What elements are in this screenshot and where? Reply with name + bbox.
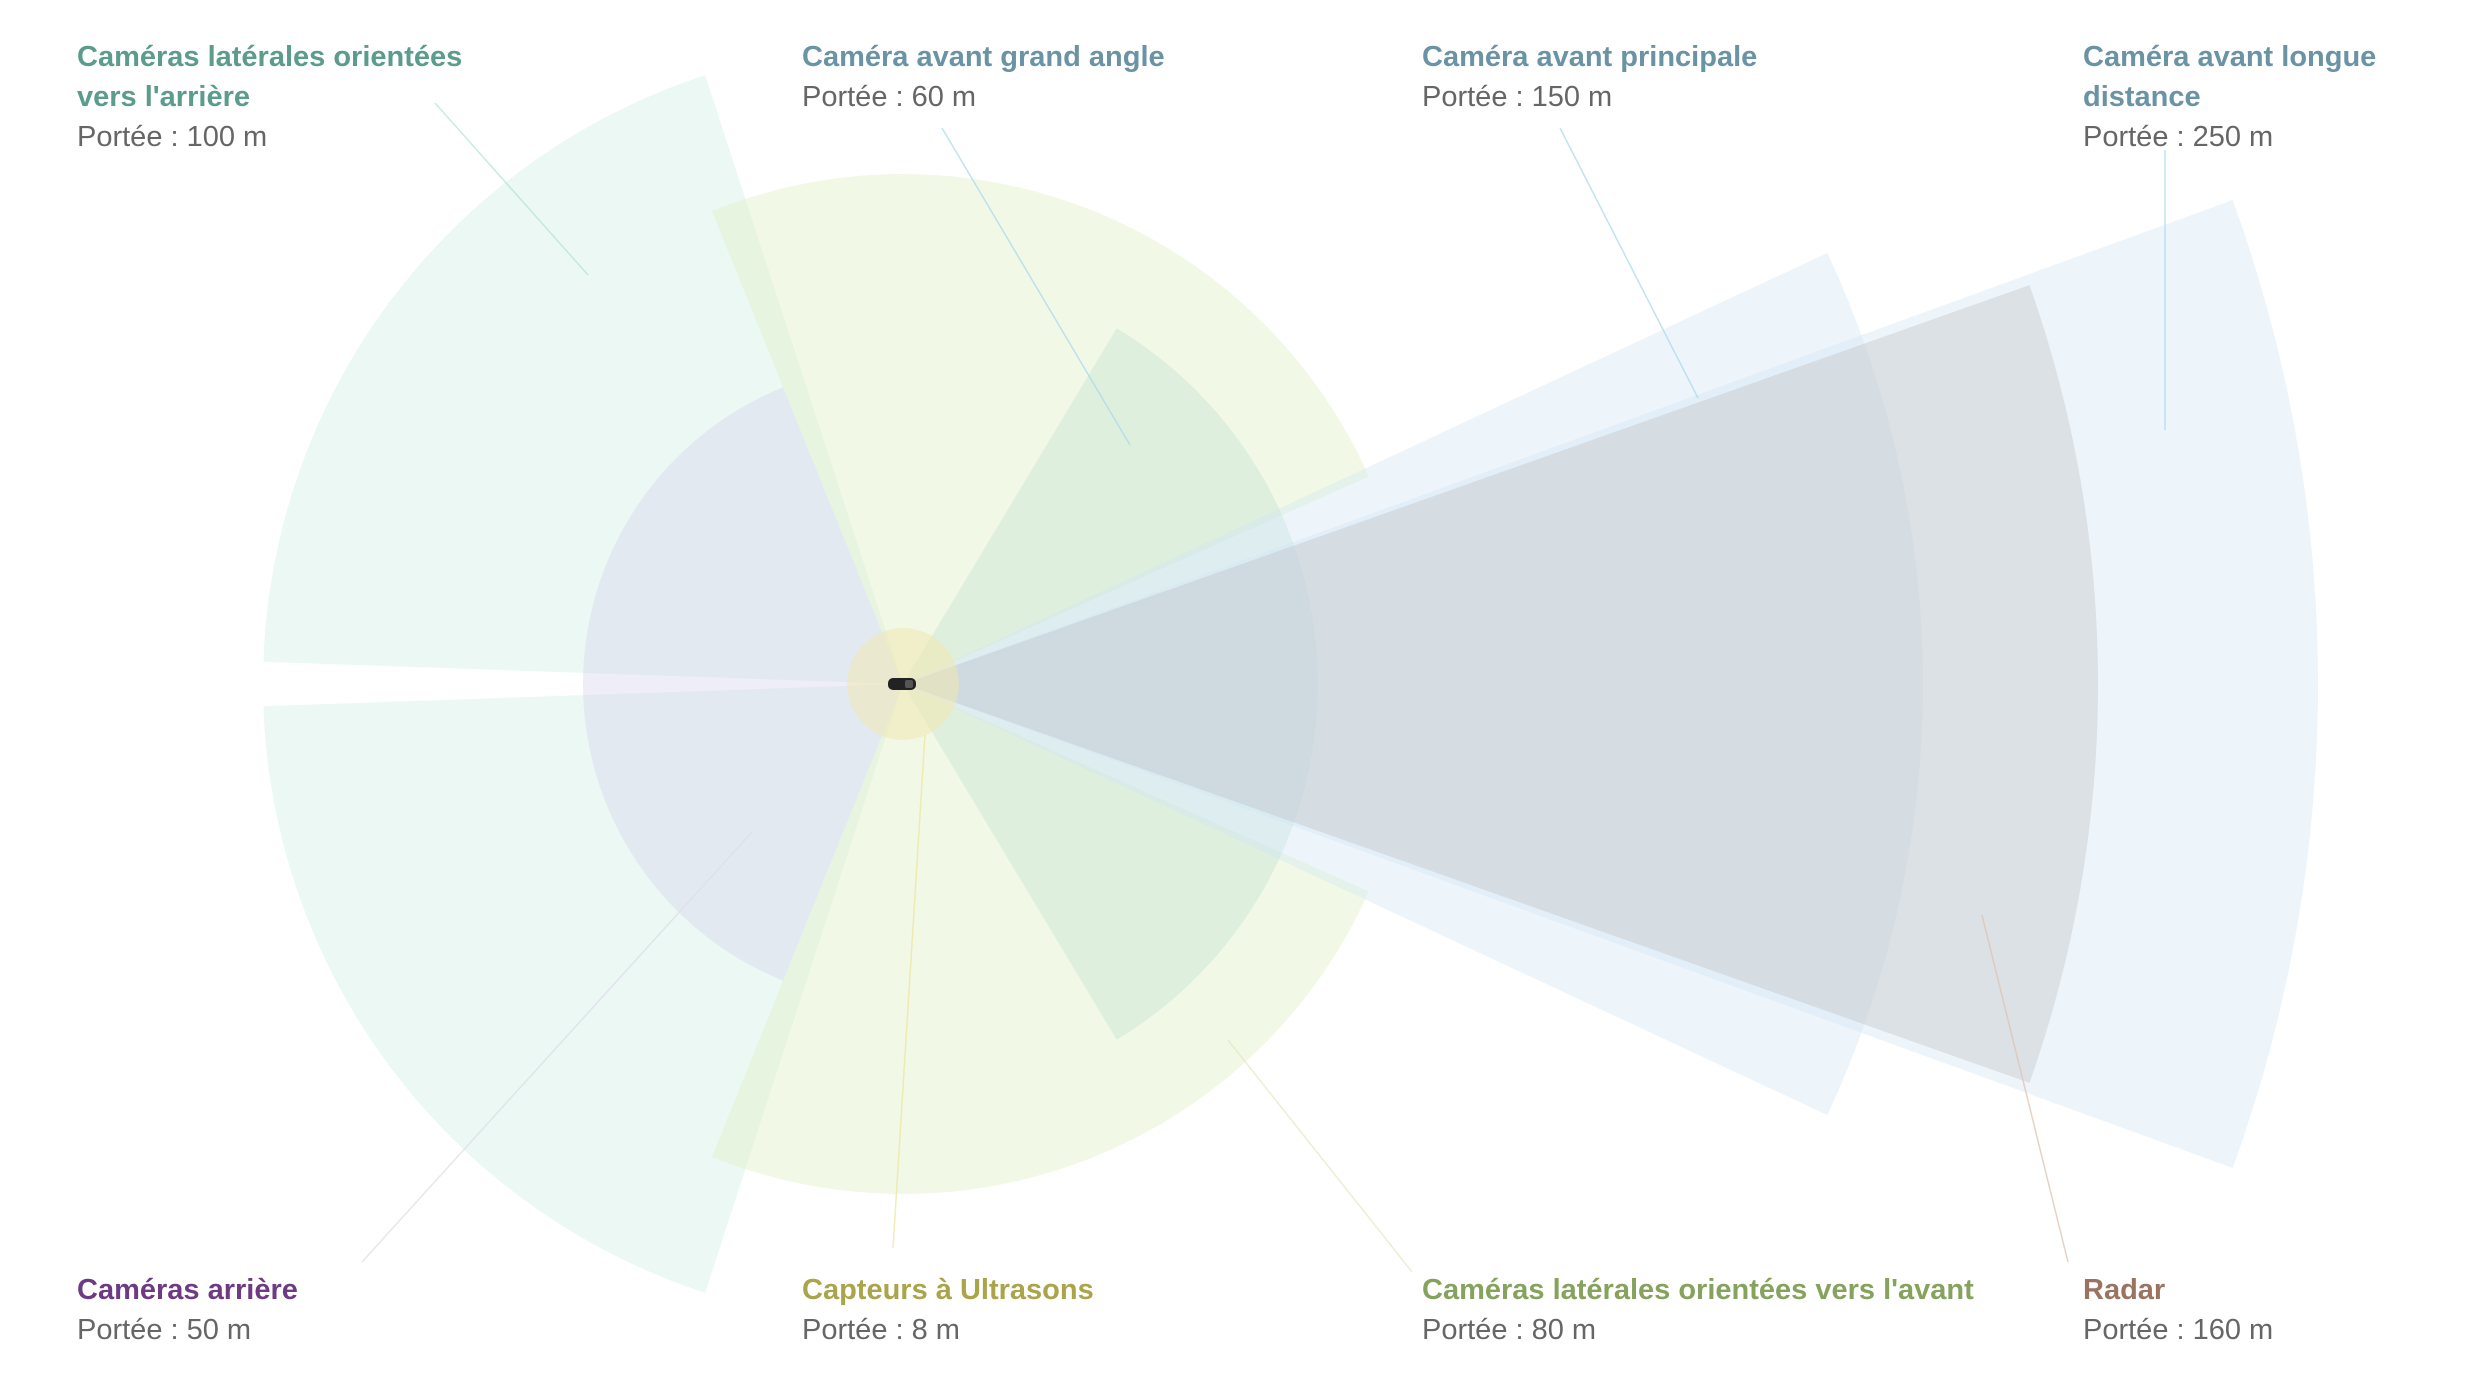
sensor-range: Portée : 50 m bbox=[77, 1314, 252, 1346]
label-rear-cameras: Caméras arrière Portée : 50 m bbox=[77, 1270, 577, 1350]
label-ultrasonic-sensors: Capteurs à Ultrasons Portée : 8 m bbox=[802, 1270, 1302, 1350]
side-rear-camera-coverage-lower bbox=[263, 684, 903, 1293]
leader-wide bbox=[941, 127, 1131, 446]
label-long-range-camera: Caméra avant longue distance Portée : 25… bbox=[2083, 37, 2423, 157]
label-wide-front-camera: Caméra avant grand angle Portée : 60 m bbox=[802, 37, 1322, 117]
leader-lines bbox=[361, 102, 2166, 1273]
label-side-front-cameras: Caméras latérales orientées vers l'avant… bbox=[1422, 1270, 2062, 1350]
radar-coverage bbox=[903, 285, 2099, 1083]
leader-ultra bbox=[892, 734, 926, 1249]
sensor-name: Caméras latérales orientées vers l'avant bbox=[1422, 1274, 1974, 1306]
sensor-range: Portée : 250 m bbox=[2083, 121, 2274, 153]
sensor-name: Caméras latérales orientées vers l'arriè… bbox=[77, 41, 463, 113]
rear-camera-coverage bbox=[582, 387, 903, 981]
label-radar: Radar Portée : 160 m bbox=[2083, 1270, 2423, 1350]
car-icon bbox=[888, 678, 916, 690]
sensor-name: Radar bbox=[2083, 1274, 2166, 1306]
side-front-camera-coverage-lower bbox=[712, 684, 1369, 1195]
sensor-range: Portée : 60 m bbox=[802, 81, 977, 113]
leader-side-front bbox=[1227, 1039, 1413, 1273]
leader-rear bbox=[361, 831, 753, 1263]
coverage-areas bbox=[263, 75, 2319, 1293]
label-main-front-camera: Caméra avant principale Portée : 150 m bbox=[1422, 37, 1942, 117]
leader-side-rear bbox=[434, 102, 589, 276]
sensor-range: Portée : 150 m bbox=[1422, 81, 1613, 113]
sensor-range: Portée : 80 m bbox=[1422, 1314, 1597, 1346]
sensor-name: Capteurs à Ultrasons bbox=[802, 1274, 1094, 1306]
sensor-name: Caméra avant longue distance bbox=[2083, 41, 2377, 113]
side-front-camera-coverage-upper bbox=[712, 173, 1369, 684]
main-front-camera-coverage bbox=[903, 252, 1923, 1116]
sensor-name: Caméra avant principale bbox=[1422, 41, 1758, 73]
leader-main bbox=[1559, 127, 1699, 399]
sensor-name: Caméras arrière bbox=[77, 1274, 298, 1306]
label-side-rear-cameras: Caméras latérales orientées vers l'arriè… bbox=[77, 37, 507, 157]
sensor-name: Caméra avant grand angle bbox=[802, 41, 1165, 73]
sensor-range: Portée : 160 m bbox=[2083, 1314, 2274, 1346]
wide-front-camera-coverage bbox=[903, 328, 1318, 1040]
side-rear-camera-coverage-upper bbox=[263, 75, 903, 685]
leader-radar bbox=[1981, 914, 2069, 1263]
long-range-camera-coverage bbox=[903, 200, 2319, 1168]
sensor-range: Portée : 8 m bbox=[802, 1314, 960, 1346]
sensor-range: Portée : 100 m bbox=[77, 121, 268, 153]
